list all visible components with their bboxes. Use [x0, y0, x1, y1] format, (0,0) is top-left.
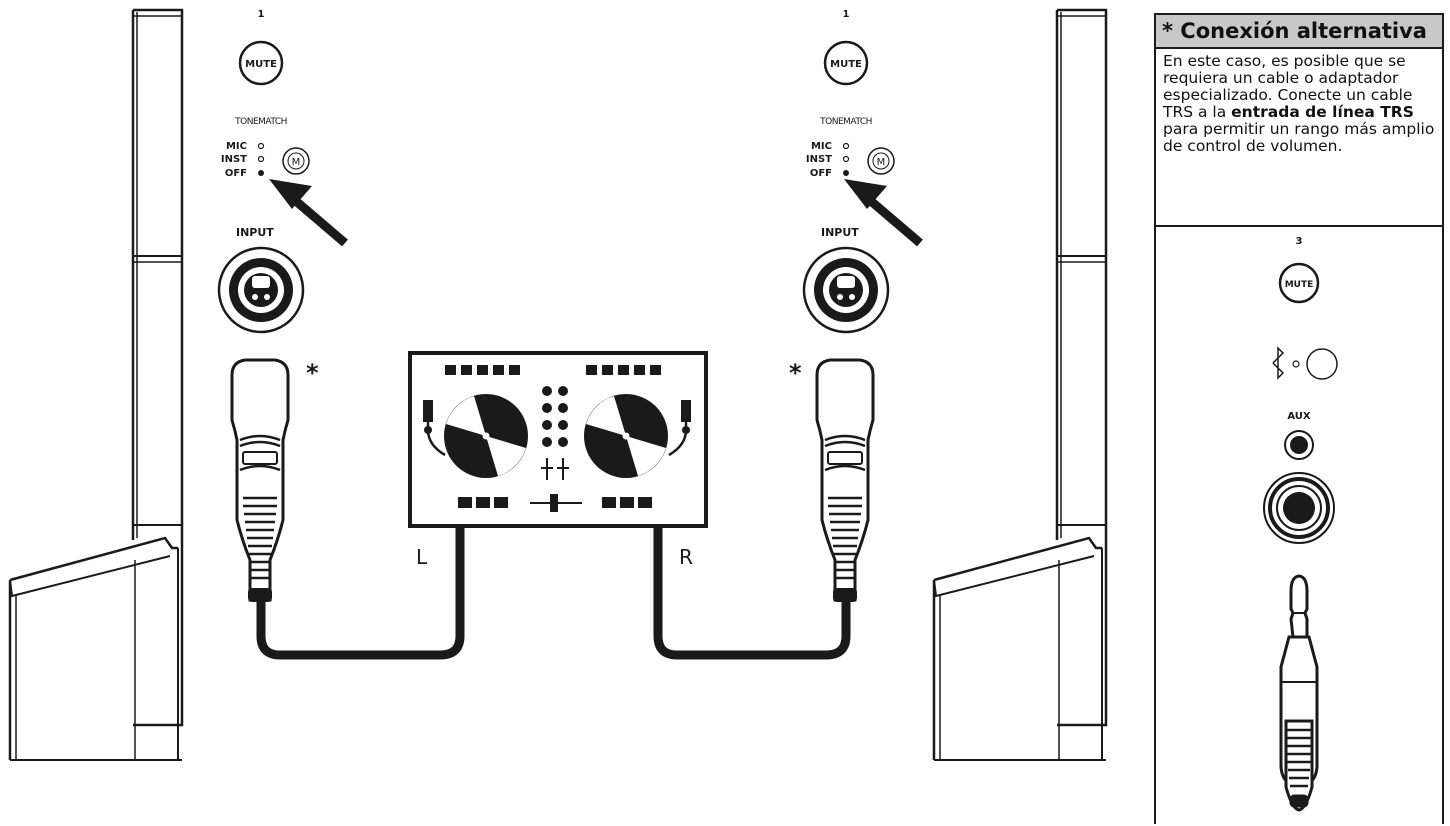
right-cable-label: R — [679, 545, 693, 569]
right-pointer-arrow-icon — [844, 179, 923, 247]
left-cable-label: L — [416, 545, 428, 569]
trs-plug-icon — [1279, 574, 1319, 812]
right-off-led-icon — [843, 170, 849, 176]
right-tonematch-icon: TONEMATCH — [819, 117, 872, 127]
right-cable — [653, 528, 851, 660]
left-mute-label: MUTE — [245, 59, 277, 70]
right-mute-label: MUTE — [830, 59, 862, 70]
left-inst-led-icon — [257, 155, 265, 163]
right-tonematch-button[interactable]: M — [867, 147, 895, 175]
left-mode-inst-label: INST — [221, 154, 247, 165]
right-mic-led-icon — [842, 142, 850, 150]
right-tonematch-glyph: M — [877, 157, 886, 168]
left-mic-led-icon — [257, 142, 265, 150]
description-text-bold: entrada de línea TRS — [1231, 103, 1414, 121]
right-inst-led-icon — [842, 155, 850, 163]
left-pointer-arrow-icon — [269, 179, 348, 247]
left-off-led-icon — [258, 170, 264, 176]
left-tonematch-button[interactable]: M — [282, 147, 310, 175]
right-mode-mic-label: MIC — [811, 141, 832, 152]
right-channel-number: 1 — [843, 9, 850, 20]
right-mute-button[interactable]: MUTE — [823, 40, 869, 86]
alt-channel-number: 3 — [1296, 236, 1303, 247]
alt-connection-illustration: 3 MUTE AUX — [1263, 236, 1338, 812]
bluetooth-button[interactable] — [1306, 348, 1338, 380]
panel-title: * Conexión alternativa — [1156, 15, 1442, 49]
dj-controller-icon — [408, 351, 708, 528]
left-tonematch-icon: TONEMATCH — [234, 117, 287, 127]
right-mode-off-label: OFF — [810, 168, 832, 179]
left-control-panel: 1 MUTE TONEMATCH MIC INST OFF M INPUT * — [217, 9, 348, 604]
right-asterisk: * — [789, 359, 802, 387]
left-xlr-combo-jack-icon — [217, 246, 305, 334]
right-control-panel: 1 MUTE TONEMATCH MIC INST OFF M INPUT * — [789, 9, 923, 604]
bluetooth-led-icon — [1292, 360, 1300, 368]
right-xlr-connector-icon — [815, 358, 875, 604]
aux-jack-icon — [1284, 430, 1314, 460]
alternative-connection-panel: * Conexión alternativa En este caso, es … — [1154, 13, 1444, 824]
description-text-end: para permitir un rango más amplio de con… — [1163, 120, 1435, 155]
panel-description: En este caso, es posible que se requiera… — [1156, 49, 1442, 227]
right-mode-inst-label: INST — [806, 154, 832, 165]
left-mode-mic-label: MIC — [226, 141, 247, 152]
left-channel-number: 1 — [258, 9, 265, 20]
left-tonematch-glyph: M — [292, 157, 301, 168]
aux-label: AUX — [1287, 411, 1311, 422]
left-speaker-tower-icon — [8, 8, 184, 762]
right-tonematch-label: TONEMATCH — [819, 117, 872, 127]
right-speaker-tower-icon — [932, 8, 1108, 762]
right-xlr-combo-jack-icon — [802, 246, 890, 334]
description-text-start: En este caso, es posible que se requiera… — [1163, 52, 1413, 121]
left-xlr-connector-icon — [230, 358, 290, 604]
left-input-label: INPUT — [236, 226, 274, 239]
bluetooth-icon — [1272, 346, 1285, 380]
left-asterisk: * — [306, 359, 319, 387]
alt-mute-label: MUTE — [1285, 280, 1314, 290]
left-cable — [256, 528, 465, 660]
alt-mute-button[interactable]: MUTE — [1278, 262, 1320, 304]
left-mode-off-label: OFF — [225, 168, 247, 179]
right-input-label: INPUT — [821, 226, 859, 239]
left-tonematch-label: TONEMATCH — [234, 117, 287, 127]
left-mute-button[interactable]: MUTE — [238, 40, 284, 86]
trs-jack-icon — [1263, 472, 1335, 544]
